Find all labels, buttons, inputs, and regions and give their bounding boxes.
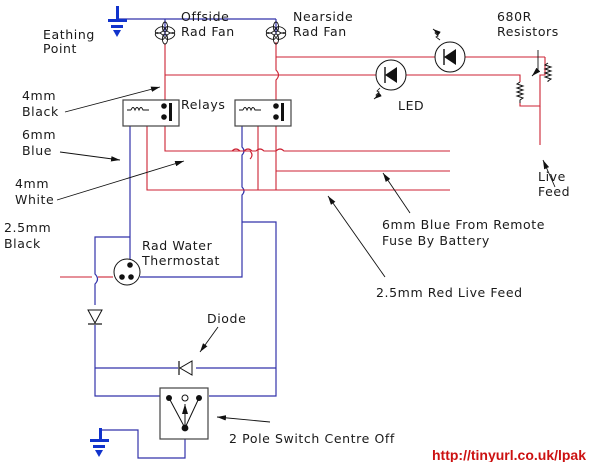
label-red-live-feed: 2.5mm Red Live Feed: [376, 285, 523, 300]
label-6mm-blue-1: 6mm: [22, 127, 56, 142]
blue-wires: [94, 18, 277, 459]
label-4mm-white-1: 4mm: [15, 176, 49, 191]
thermostat-icon: [113, 258, 141, 286]
relay-left-icon: [122, 99, 180, 127]
label-25mm-black-1: 2.5mm: [4, 220, 51, 235]
wire-blue-from-fuse: [165, 148, 450, 152]
annotation-arrows: [56, 50, 556, 423]
label-resistors-2: Resistors: [497, 24, 559, 39]
resistor-680r-icon: [515, 62, 553, 103]
led-lower-icon: [373, 59, 407, 100]
ground-bottom-icon: [90, 428, 109, 457]
led-upper-icon: [432, 28, 466, 73]
wire-nearside-fan-feed: [275, 42, 280, 100]
wire-right-coil: [241, 116, 245, 222]
label-6mm-blue-2: Blue: [22, 143, 52, 158]
wire-thermo-right: [242, 221, 277, 368]
label-live-feed-1: Live: [538, 169, 566, 184]
label-relays: Relays: [181, 97, 225, 112]
label-led: LED: [398, 98, 424, 113]
label-offside-fan-1: Offside: [181, 9, 229, 24]
label-resistors-1: 680R: [497, 9, 532, 24]
label-4mm-black-1: 4mm: [22, 88, 56, 103]
wire-diode-left: [94, 325, 162, 397]
label-earthing-point-2: Point: [43, 41, 77, 56]
label-diode: Diode: [207, 311, 246, 326]
label-offside-fan-2: Rad Fan: [181, 24, 235, 39]
source-url-link[interactable]: http://tinyurl.co.uk/lpak: [432, 447, 586, 462]
label-4mm-black-2: Black: [22, 104, 59, 119]
two-pole-switch-icon: [159, 387, 209, 440]
red-wires: [60, 42, 546, 278]
relay-right-icon: [234, 99, 292, 127]
wire-thermo-output: [140, 222, 243, 278]
wire-red-live-feed: [146, 116, 450, 191]
wire-switch-right: [209, 368, 277, 397]
diode-horizontal-icon: [178, 360, 193, 376]
label-blue-from-fuse-2: Fuse By Battery: [382, 233, 490, 248]
label-4mm-white-2: White: [15, 192, 54, 207]
label-nearside-fan-2: Rad Fan: [293, 24, 347, 39]
ground-top-icon: [108, 6, 127, 37]
label-nearside-fan-1: Nearside: [293, 9, 353, 24]
label-thermostat-1: Rad Water: [142, 238, 213, 253]
label-25mm-black-2: Black: [4, 236, 41, 251]
label-earthing-point-1: Eathing: [43, 27, 95, 42]
wire-thermo-left: [94, 236, 130, 305]
wire-bottom-earth: [101, 428, 186, 459]
label-thermostat-2: Thermostat: [141, 253, 220, 268]
diode-vertical-icon: [87, 309, 103, 325]
label-live-feed-2: Feed: [538, 184, 570, 199]
label-blue-from-fuse-1: 6mm Blue From Remote: [382, 217, 545, 232]
wire-led-lower-rail: [165, 74, 521, 82]
label-switch: 2 Pole Switch Centre Off: [229, 431, 395, 446]
